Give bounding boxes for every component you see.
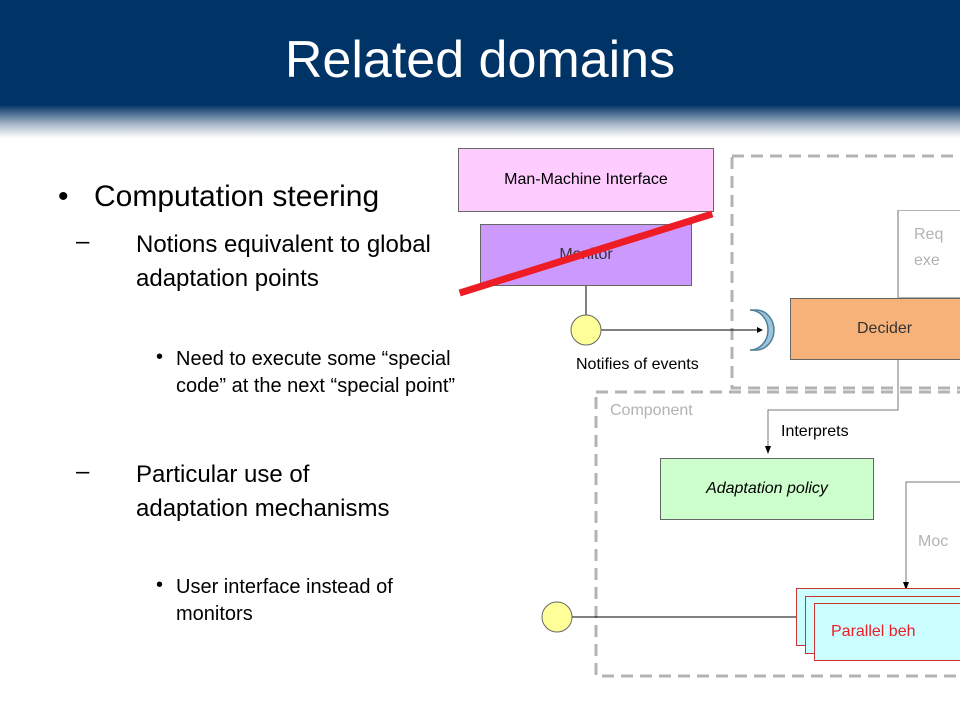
component-label: Component bbox=[610, 402, 693, 419]
top-dashed-region bbox=[730, 154, 960, 390]
requests-text-top: Req bbox=[914, 226, 944, 243]
modifies-line bbox=[905, 481, 960, 582]
man-machine-interface-box: Man-Machine Interface bbox=[458, 148, 714, 212]
bullet-marker: • bbox=[156, 346, 164, 368]
bullet-user-interface: User interface instead of monitors bbox=[176, 576, 393, 625]
modifies-arrowhead bbox=[903, 582, 909, 590]
monitor-port-icon bbox=[570, 314, 602, 346]
component-dashed-region bbox=[594, 390, 960, 678]
dash-marker: – bbox=[76, 228, 90, 255]
notifies-arrowhead bbox=[757, 327, 763, 333]
interprets-arrowhead bbox=[765, 446, 771, 454]
modifies-label: Moc bbox=[918, 533, 949, 550]
interprets-label: Interprets bbox=[781, 423, 849, 440]
bullet-notions-equivalent: Notions equivalent to global adaptation … bbox=[136, 231, 431, 292]
decider-box: Decider bbox=[790, 298, 960, 360]
bullet-particular-use: Particular use of adaptation mechanisms bbox=[136, 461, 390, 522]
bullet-computation-steering: Computation steering bbox=[94, 180, 380, 213]
request-execution-box bbox=[898, 210, 960, 298]
adaptation-policy-box: Adaptation policy bbox=[660, 458, 874, 520]
notifies-of-events-label: Notifies of events bbox=[576, 356, 699, 373]
parallel-port-icon bbox=[541, 601, 573, 633]
receptacle-port-icon bbox=[749, 309, 775, 351]
monitor-box: Monitor bbox=[480, 224, 692, 286]
dash-marker: – bbox=[76, 458, 90, 485]
bullet-marker: • bbox=[156, 574, 164, 596]
bullet-marker: • bbox=[58, 180, 69, 213]
bullet-special-code: Need to execute some “special code” at t… bbox=[176, 348, 456, 397]
slide-title: Related domains bbox=[284, 31, 676, 89]
parallel-behaviour-box: Parallel beh bbox=[814, 603, 960, 661]
title-bar bbox=[0, 0, 960, 138]
requests-text-bottom: exe bbox=[914, 252, 940, 269]
